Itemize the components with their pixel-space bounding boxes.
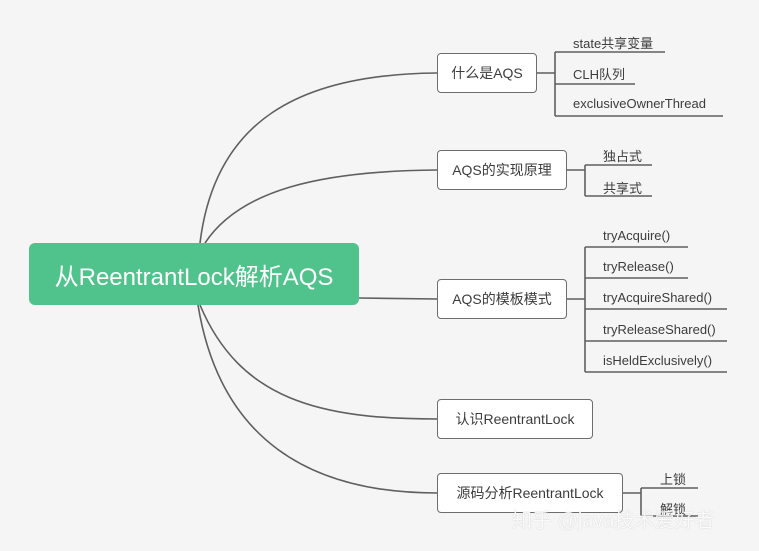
leaf-exclusive-mode[interactable]: 独占式	[603, 149, 643, 164]
leaf-try-acquire-shared[interactable]: tryAcquireShared()	[603, 290, 713, 305]
connector-root-branch-4	[197, 304, 438, 494]
leaf-unlock[interactable]: 解锁	[660, 502, 687, 517]
leaf-try-release-shared[interactable]: tryReleaseShared()	[603, 322, 716, 337]
leaf-state-variable[interactable]: state共享变量	[573, 36, 654, 51]
branch-source-reentrantlock[interactable]: 源码分析ReentrantLock	[437, 473, 623, 513]
connector-root-branch-2	[358, 297, 438, 300]
leaf-is-held-exclusively[interactable]: isHeldExclusively()	[603, 353, 713, 368]
branch-aqs-principle[interactable]: AQS的实现原理	[437, 150, 567, 190]
leaf-lock[interactable]: 上锁	[660, 472, 687, 487]
leaf-clh-queue[interactable]: CLH队列	[573, 67, 626, 82]
branch-what-is-aqs[interactable]: 什么是AQS	[437, 53, 537, 93]
connector-root-branch-0	[199, 72, 438, 244]
connector-root-branch-3	[199, 304, 438, 420]
leaf-try-acquire[interactable]: tryAcquire()	[603, 228, 671, 243]
connector-root-branch-1	[204, 169, 438, 244]
watermark: 知乎 @java技术爱好者	[512, 510, 715, 532]
leaf-try-release[interactable]: tryRelease()	[603, 259, 674, 274]
leaf-exclusive-owner-thread[interactable]: exclusiveOwnerThread	[573, 96, 706, 111]
branch-know-reentrantlock[interactable]: 认识ReentrantLock	[437, 399, 593, 439]
branch-aqs-template[interactable]: AQS的模板模式	[437, 279, 567, 319]
root-topic[interactable]: 从ReentrantLock解析AQS	[29, 243, 359, 305]
leaf-shared-mode[interactable]: 共享式	[603, 181, 643, 196]
